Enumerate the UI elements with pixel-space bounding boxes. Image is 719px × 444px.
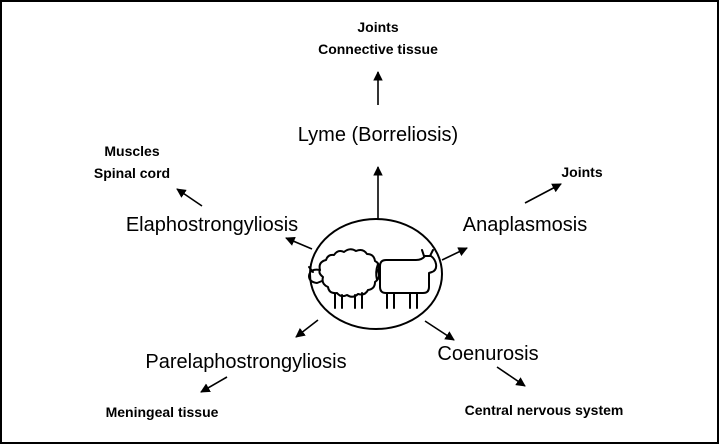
arrow-parelaphostrongyliosis-to-tissues [200,376,228,393]
tissue-label-lyme-joints: Joints [357,19,398,35]
sheep-icon [308,248,380,309]
disease-label-lyme: Lyme (Borreliosis) [298,124,458,146]
arrow-hub-to-elaphostrongyliosis [285,236,313,250]
tissue-label-coenurosis-cns: Central nervous system [465,402,624,418]
disease-label-coenurosis: Coenurosis [437,343,538,365]
arrow-anaplasmosis-to-tissues [524,183,562,204]
arrow-hub-to-parelaphostrongyliosis [295,319,319,338]
tissue-label-elaphostrongyliosis-spinal-cord: Spinal cord [94,165,170,181]
tissue-label-elaphostrongyliosis-muscles: Muscles [104,143,159,159]
tissue-label-anaplasmosis-joints: Joints [561,164,602,180]
disease-label-anaplasmosis: Anaplasmosis [463,214,588,236]
animal-hub [308,218,443,330]
arrow-hub-to-coenurosis [424,320,455,341]
disease-label-elaphostrongyliosis: Elaphostrongyliosis [126,214,298,236]
tissue-label-parelaphostrongyliosis-meningeal: Meningeal tissue [106,404,219,420]
disease-label-parelaphostrongyliosis: Parelaphostrongyliosis [145,351,346,373]
tissue-label-lyme-connective: Connective tissue [318,41,438,57]
arrow-hub-to-anaplasmosis [441,247,468,261]
arrow-elaphostrongyliosis-to-tissues [176,188,203,207]
arrow-coenurosis-to-tissues [496,366,526,387]
cow-icon [375,249,438,309]
